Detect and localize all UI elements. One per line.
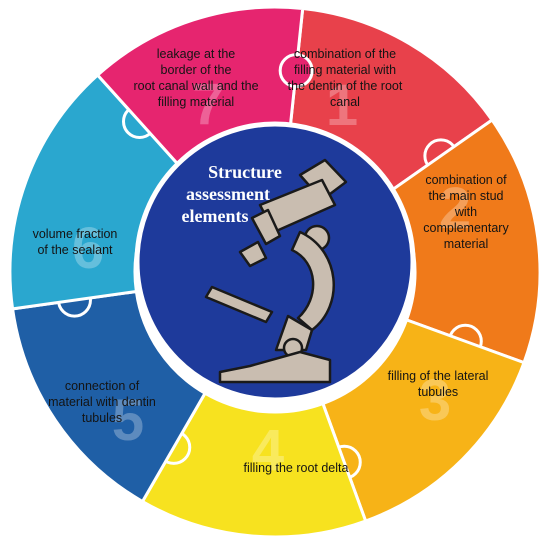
segment-number-3: 3 (419, 368, 451, 433)
segment-7-label-line-1: leakage at the (157, 47, 236, 61)
segment-1-label-line-3: the dentin of the root (288, 79, 403, 93)
segment-7-label-line-4: filling material (158, 95, 234, 109)
center-title-line-3: elements (182, 206, 249, 226)
segment-2-label-line-5: material (444, 237, 488, 251)
segment-number-5: 5 (112, 388, 144, 453)
segment-1-label-line-1: combination of the (294, 47, 396, 61)
segment-3-label-line-1: filling of the lateral (388, 369, 489, 383)
puzzle-segment-5 (10, 289, 208, 504)
segment-5-label-line-2: material with dentin (48, 395, 156, 409)
segment-3-label-line-2: tubules (418, 385, 458, 399)
center-title-line-2: assessment (186, 184, 270, 204)
puzzle-knob-7 (278, 53, 314, 89)
segment-2-label-line-1: combination of (425, 173, 507, 187)
segment-number-6: 6 (72, 216, 104, 281)
segment-number-4: 4 (252, 418, 284, 483)
microscope-icon (204, 158, 348, 384)
segment-number-1: 1 (326, 73, 358, 138)
segment-1-label-line-2: filling material with (294, 63, 396, 77)
segment-4-label-line-1: filling the root delta (244, 461, 349, 475)
segment-5-label-line-1: connection of (65, 379, 140, 393)
segment-5-label-line-3: tubules (82, 411, 122, 425)
segment-7-label-line-2: border of the (161, 63, 232, 77)
center-circle (134, 121, 416, 403)
segment-2-label-line-2: the main stud (428, 189, 503, 203)
segment-6-label-line-2: of the sealant (37, 243, 113, 257)
segment-2-label-line-4: complementary (423, 221, 509, 235)
segment-2-label-line-3: with (454, 205, 477, 219)
segment-number-7: 7 (192, 72, 224, 137)
segment-7-label-line-3: root canal wall and the (133, 79, 258, 93)
segment-6-label-line-1: volume fraction (33, 227, 118, 241)
numbers-layer: 1 combination of the filling material with… (33, 47, 510, 483)
segment-1-label-line-4: canal (330, 95, 360, 109)
puzzle-segment-4 (140, 391, 368, 539)
center-circle-group: Structure assessment elements (134, 121, 416, 403)
puzzle-segment-3 (320, 317, 526, 523)
segment-number-2: 2 (439, 176, 471, 241)
center-title-line-1: Structure (208, 162, 282, 182)
